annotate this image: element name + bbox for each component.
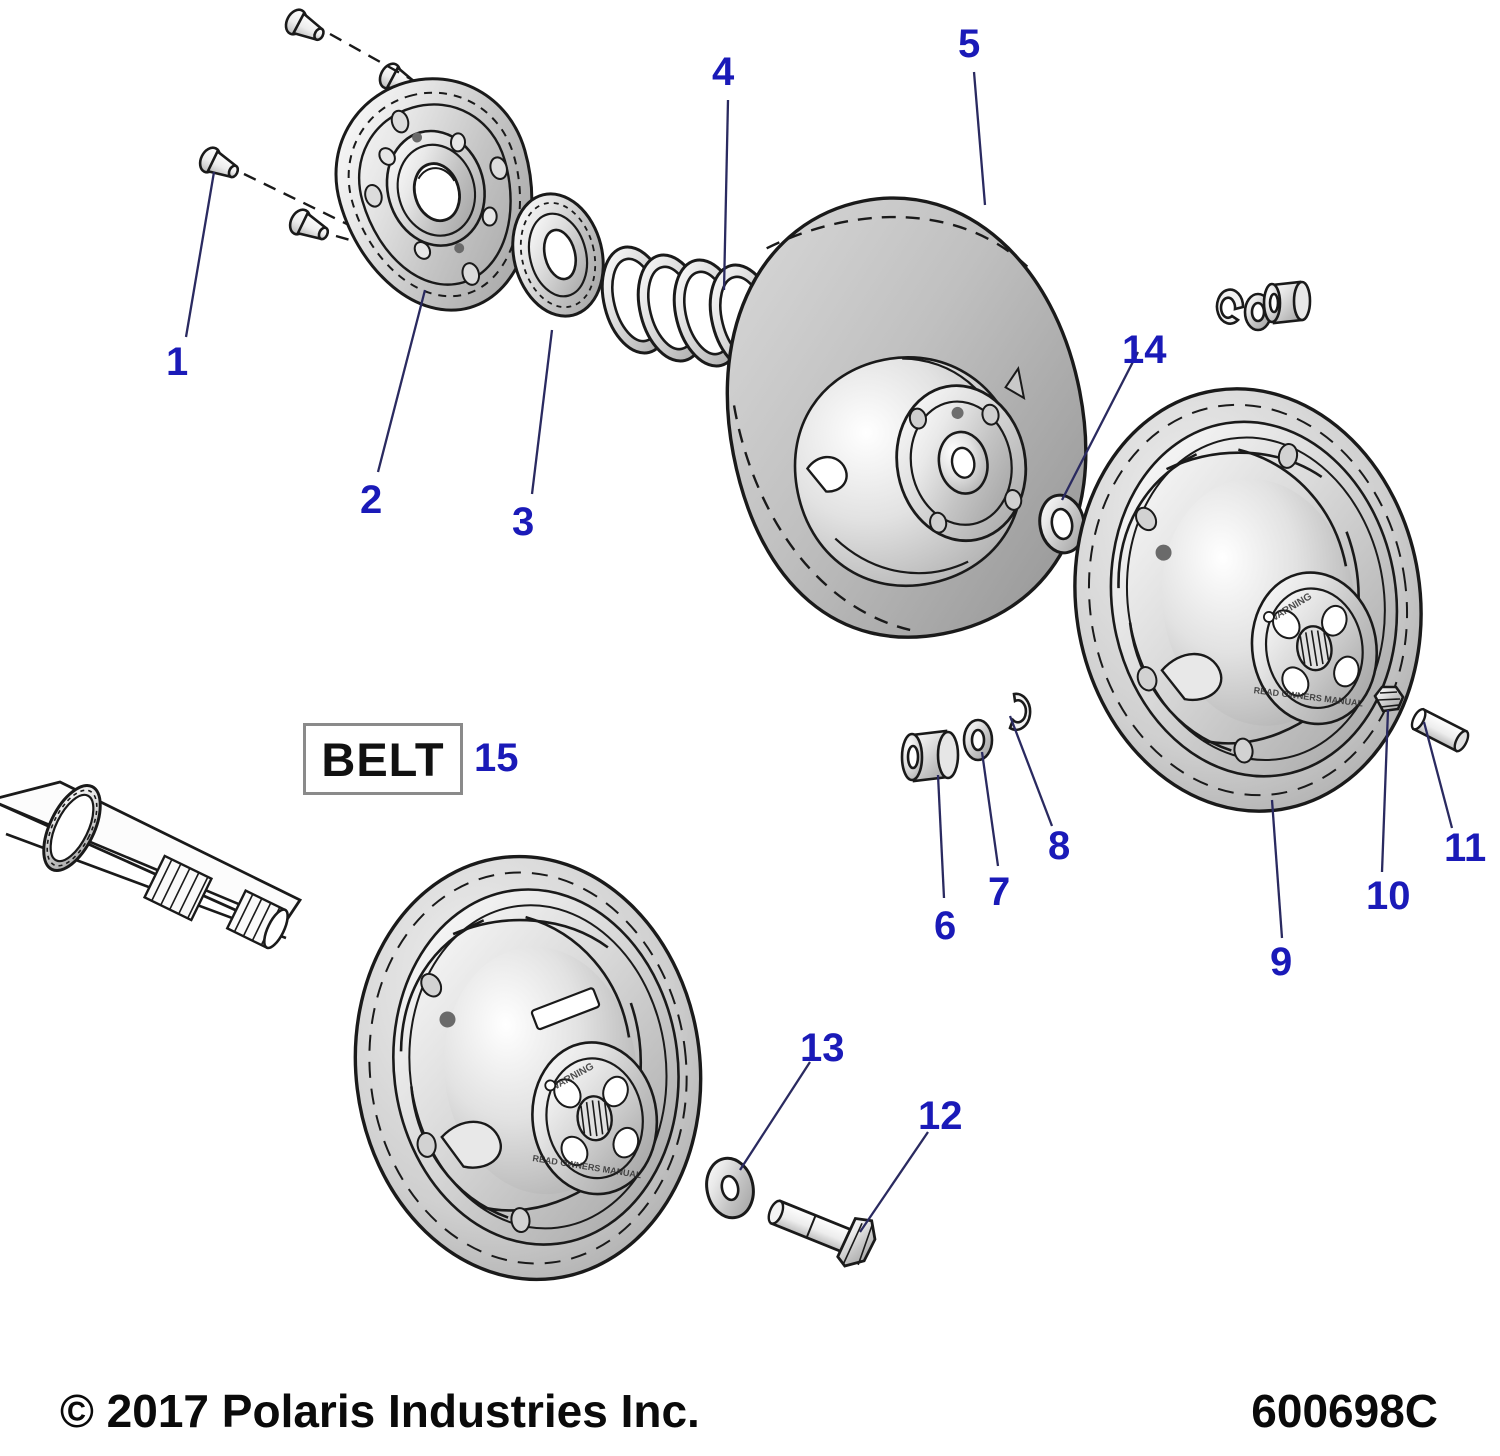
callout-11: 11: [1444, 826, 1487, 870]
part-13-bolt-washer: [705, 1156, 755, 1220]
callout-10: 10: [1366, 874, 1411, 918]
spare-hardware-set: [1215, 280, 1312, 332]
callout-leader-lines: [184, 71, 1454, 1233]
callout-15: 15: [474, 736, 519, 780]
part-3-spacer-washer: [511, 192, 605, 318]
part-6-roller-bushing: [900, 729, 960, 783]
input-shaft: [0, 780, 303, 950]
driven-clutch-assembly: WARNING READ OWNERS MANUAL: [353, 854, 703, 1282]
parts-6-7-8-hardware: [900, 692, 1032, 783]
part-9-fixed-sheave: WARNING READ OWNERS MANUAL: [1073, 387, 1423, 813]
drawing-number: 600698C: [1251, 1385, 1438, 1437]
callout-7: 7: [988, 870, 1011, 914]
callout-1: 1: [166, 340, 189, 384]
callout-2: 2: [360, 478, 383, 522]
copyright-notice: © 2017 Polaris Industries Inc.: [60, 1385, 700, 1437]
callout-4: 4: [712, 50, 735, 94]
part-10-retaining-nut: [1373, 685, 1405, 713]
part-7-flat-washer: [962, 718, 994, 762]
belt-label-text: BELT: [321, 732, 445, 786]
part-2-cover-plate: [334, 77, 534, 312]
part-14-thrust-washer: [1038, 493, 1086, 555]
callout-14: 14: [1122, 328, 1167, 372]
callout-13: 13: [800, 1026, 845, 1070]
part-12-hex-bolt: [767, 1199, 877, 1268]
callout-5: 5: [958, 22, 981, 66]
callout-8: 8: [1048, 824, 1071, 868]
callout-3: 3: [512, 500, 535, 544]
callout-12: 12: [918, 1094, 963, 1138]
belt-label-box: BELT: [303, 723, 463, 795]
part-8-e-clip: [1008, 692, 1032, 732]
part-5-moveable-sheave: [725, 196, 1088, 639]
callout-9: 9: [1270, 940, 1293, 984]
part-11-dowel-pin: [1410, 707, 1470, 753]
callout-6: 6: [934, 904, 957, 948]
